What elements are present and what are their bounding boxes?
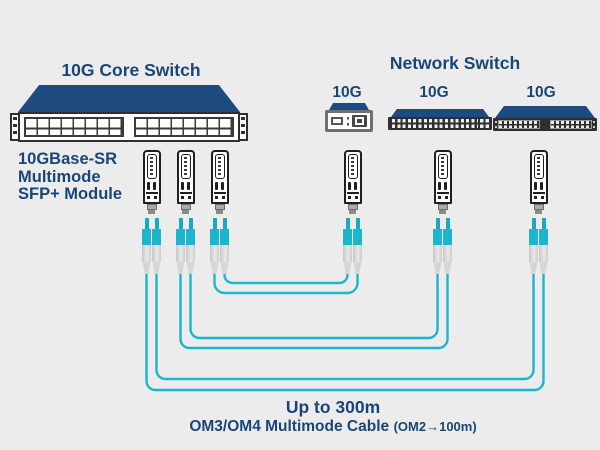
sfp-module-icon [433,150,452,214]
core-switch-title: 10G Core Switch [61,60,201,80]
network-switch-title: Network Switch [389,53,521,73]
cable-1-to-switch3-strand-b [145,270,545,392]
core-switch-front [18,112,240,142]
sfp-module-icon [343,150,362,214]
speed-label-3: 10G [526,84,556,101]
port-block-right [550,120,592,129]
port-block-left [498,120,540,129]
rack-switch-front [493,118,597,131]
core-switch-top [18,85,240,112]
cable-1-to-switch3-strand-a [155,270,535,381]
sfp-module-icon [176,150,195,214]
lc-duplex-connector-icon [210,218,229,274]
lc-duplex-connector-icon [529,218,548,274]
cable-note-text: (OM2→100m) [393,419,477,434]
port-block-right [134,117,234,137]
cable-type-label: OM3/OM4 Multimode Cable (OM2→100m) [66,418,600,436]
access-switch-front [388,117,492,130]
speed-label-1: 10G [332,84,362,101]
port-block-left [24,117,124,137]
rack-switch-top [495,106,595,118]
lc-duplex-connector-icon [343,218,362,274]
sfp-module-icon [210,150,229,214]
cable-type-text: OM3/OM4 Multimode Cable [189,418,390,435]
cable-3-to-switch1-strand-b [213,270,359,295]
sfp-label-line2: Multimode [18,167,101,186]
lc-duplex-connector-icon [142,218,161,274]
sfp-label-line3: SFP+ Module [18,185,123,203]
sfp-module-label: 10GBase-SR Multimode SFP+ Module [18,150,123,204]
cable-3-to-switch1-strand-a [223,270,349,285]
core-switch-graphic [10,85,248,142]
cable-2-to-switch2-strand-a [189,270,439,340]
sfp-slot-icon [331,117,343,125]
led-dots-icon [346,116,349,126]
media-converter-front [325,110,373,132]
rj45-port-icon [351,115,367,127]
sfp-module-icon [142,150,161,214]
lc-duplex-connector-icon [433,218,452,274]
sfp-label-line1: 10GBase-SR [18,150,118,168]
cable-2-to-switch2-strand-b [179,270,449,350]
speed-label-2: 10G [419,84,449,101]
lc-duplex-connector-icon [176,218,195,274]
sfp-module-icon [529,150,548,214]
rack-switch-graphic [493,106,597,131]
access-switch-graphic [388,109,492,130]
media-converter-graphic [325,103,373,132]
distance-label: Up to 300m [285,397,381,417]
access-switch-top [391,109,489,117]
media-converter-top [329,103,369,110]
